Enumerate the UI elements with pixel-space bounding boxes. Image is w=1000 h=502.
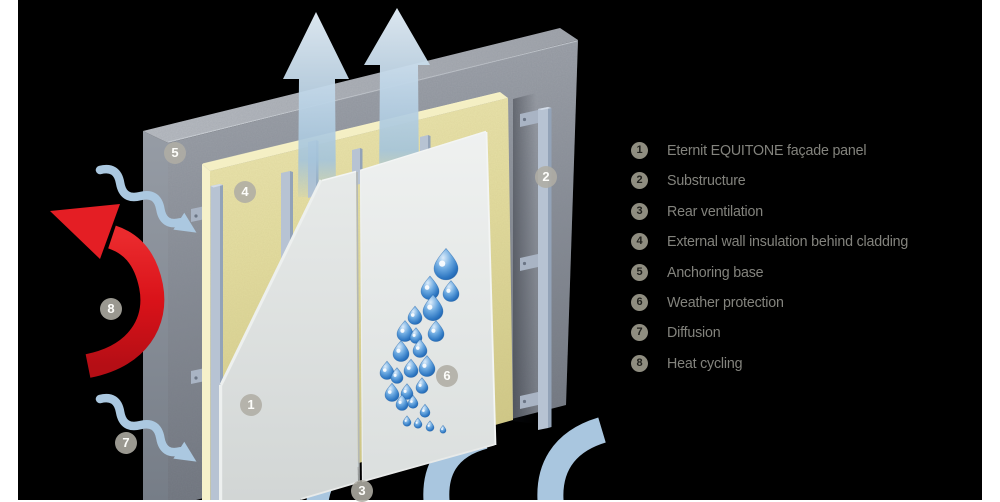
droplet-highlight	[387, 390, 392, 394]
water-droplet	[418, 355, 436, 377]
water-droplet	[412, 338, 428, 358]
water-droplet	[415, 377, 429, 394]
diffusion-arrow-top	[95, 164, 197, 233]
droplet-highlight	[431, 328, 436, 333]
diffusion-arrow-bottom	[95, 393, 197, 462]
droplet-highlight	[400, 328, 405, 333]
legend-item: 2 Substructure	[631, 172, 921, 190]
up-arrow-right	[364, 8, 430, 186]
water-droplet	[396, 320, 414, 342]
droplet-highlight	[418, 383, 422, 387]
up-arrow-left	[283, 12, 349, 197]
droplet-highlight	[406, 366, 411, 370]
water-droplet	[403, 358, 419, 378]
rail-right	[538, 107, 552, 430]
water-droplet	[395, 394, 409, 411]
water-droplet	[425, 420, 435, 432]
anchor-brackets-right	[520, 110, 538, 409]
panel-cut-edge	[219, 179, 323, 386]
water-droplet	[379, 360, 395, 380]
water-droplet	[442, 280, 460, 302]
droplet-highlight	[427, 424, 430, 427]
panel-joint	[356, 171, 360, 483]
droplet-highlight	[403, 389, 407, 393]
legend-item: 8 Heat cycling	[631, 354, 921, 372]
droplet-highlight	[424, 285, 430, 290]
droplet-highlight	[441, 428, 443, 431]
page-margin-left	[0, 0, 18, 500]
droplet-highlight	[412, 333, 416, 337]
droplet-highlight	[446, 288, 451, 293]
legend-item-number: 5	[631, 263, 648, 281]
legend-item-number: 4	[631, 233, 648, 251]
legend-item-number: 1	[631, 142, 648, 159]
legend-item: 4 External wall insulation behind claddin…	[631, 233, 921, 251]
exhaust-air-arrows	[283, 8, 430, 197]
legend-item: 1 Eternit EQUITONE façade panel	[631, 142, 921, 159]
water-droplet	[427, 320, 445, 342]
legend-item: 6 Weather protection	[631, 293, 921, 311]
legend-item-number: 6	[631, 293, 648, 311]
legend-item-label: Weather protection	[667, 293, 784, 311]
droplet-highlight	[393, 373, 397, 377]
legend-item-label: Substructure	[667, 172, 746, 190]
legend-item: 7 Diffusion	[631, 324, 921, 342]
droplet-highlight	[422, 409, 425, 412]
droplet-highlight	[410, 400, 413, 403]
droplet-highlight	[415, 421, 418, 424]
water-droplet	[400, 383, 414, 400]
legend-item-label: Eternit EQUITONE façade panel	[667, 142, 867, 159]
water-droplet	[402, 415, 412, 427]
facade-panel-left	[222, 171, 358, 500]
legend-item: 3 Rear ventilation	[631, 202, 921, 220]
droplet-highlight	[382, 368, 387, 372]
water-droplet	[439, 424, 447, 434]
droplet-highlight	[410, 313, 415, 317]
water-droplet	[407, 305, 423, 325]
water-droplet	[407, 394, 419, 409]
legend-item: 5 Anchoring base	[631, 263, 921, 281]
legend-item-label: Diffusion	[667, 324, 721, 342]
legend-item-number: 2	[631, 172, 648, 190]
droplet-highlight	[427, 304, 433, 310]
legend-item-label: Anchoring base	[667, 263, 764, 281]
legend-item-label: External wall insulation behind cladding	[667, 233, 909, 251]
legend-item-number: 3	[631, 202, 648, 220]
page-margin-right	[982, 0, 1000, 500]
water-droplet	[392, 340, 410, 362]
droplet-highlight	[404, 419, 407, 422]
diffusion-arrows	[95, 164, 197, 462]
water-droplet	[422, 294, 444, 321]
water-droplet	[390, 367, 404, 384]
water-droplet	[433, 247, 459, 281]
water-droplet	[409, 327, 423, 344]
legend-item-label: Rear ventilation	[667, 202, 763, 220]
droplet-highlight	[415, 346, 420, 350]
water-droplet	[419, 403, 431, 418]
water-droplet	[384, 382, 400, 402]
water-droplet	[413, 417, 423, 429]
droplet-highlight	[439, 260, 446, 267]
droplet-highlight	[422, 363, 427, 368]
intake-ribbon-3	[537, 417, 607, 500]
water-droplets	[379, 247, 460, 434]
legend-item-number: 8	[631, 354, 648, 372]
droplet-highlight	[396, 348, 401, 353]
heat-cycling-arrow	[50, 204, 165, 378]
legend-item-number: 7	[631, 324, 648, 342]
legend: 1 Eternit EQUITONE façade panel 2 Substruct…	[631, 142, 921, 385]
legend-item-label: Heat cycling	[667, 354, 743, 372]
droplet-highlight	[398, 400, 402, 404]
